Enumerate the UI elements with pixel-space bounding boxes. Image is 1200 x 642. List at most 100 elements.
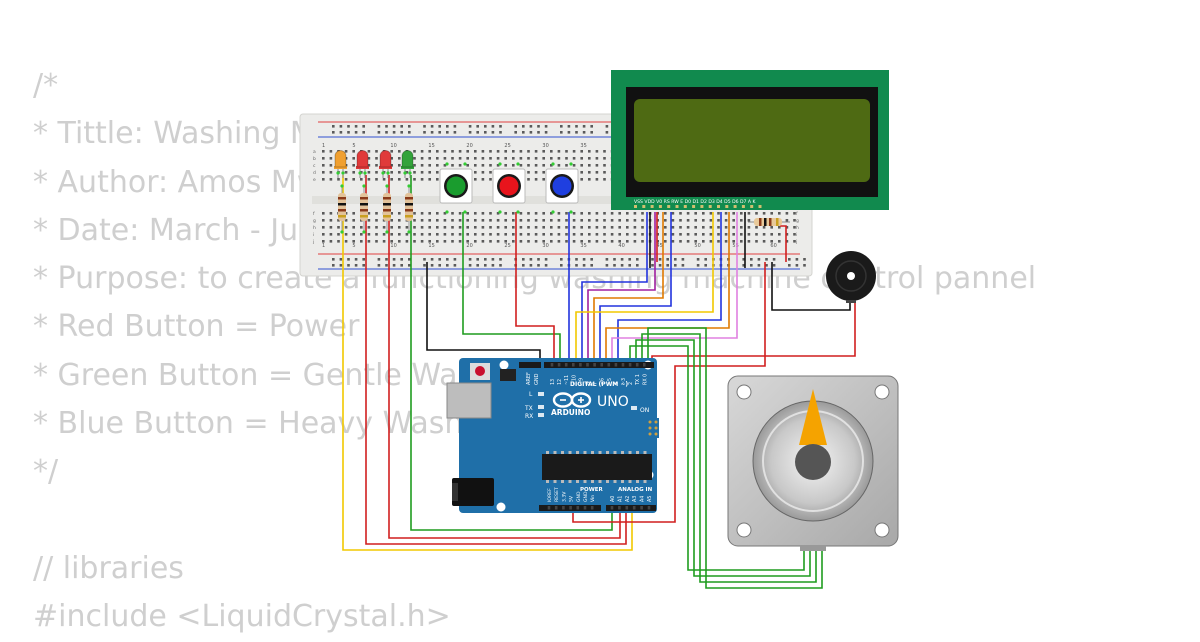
breadboard-hole — [489, 171, 492, 174]
breadboard-hole — [382, 233, 386, 236]
breadboard-hole — [420, 178, 424, 181]
breadboard-hole — [436, 171, 439, 174]
breadboard-rail-hole — [453, 131, 457, 134]
breadboard-rail-hole — [400, 264, 403, 267]
breadboard-hole — [413, 157, 416, 160]
breadboard-rail-hole — [575, 125, 578, 128]
breadboard-hole — [565, 150, 568, 153]
breadboard-rail-hole — [575, 131, 578, 134]
breadboard-hole — [778, 226, 781, 229]
analog-pin — [618, 506, 621, 510]
breadboard-hole — [398, 233, 401, 236]
breadboard-hole — [451, 212, 454, 215]
wire-lcd-4 — [599, 212, 672, 364]
breadboard-hole — [504, 219, 507, 222]
wire-lcd-2 — [587, 212, 656, 364]
breadboard-hole — [367, 233, 371, 236]
breadboard-rail-hole — [795, 258, 799, 261]
breadboard-hole — [618, 212, 621, 215]
breadboard-hole — [367, 164, 371, 167]
breadboard-hole — [717, 233, 720, 236]
breadboard-rail-hole — [772, 258, 776, 261]
column-number: 5 — [352, 143, 355, 149]
breadboard-hole — [519, 164, 523, 167]
breadboard-hole — [565, 226, 568, 229]
breadboard-rail-hole — [666, 264, 669, 267]
pushbutton-1 — [439, 162, 473, 214]
breadboard-rail-hole — [529, 258, 533, 261]
breadboard-hole — [489, 157, 492, 160]
led-dome — [334, 150, 347, 168]
breadboard-rail-hole — [605, 125, 609, 128]
digital-label: DIGITAL (PWM ~) — [570, 381, 628, 388]
breadboard-rail-hole — [385, 125, 388, 128]
breadboard-hole — [595, 150, 599, 153]
breadboard-rail-hole — [499, 264, 502, 267]
breadboard-hole — [413, 219, 416, 222]
breadboard-hole — [724, 233, 728, 236]
code-line: // libraries — [33, 550, 184, 586]
led-2 — [356, 150, 369, 178]
breadboard-hole — [458, 164, 462, 167]
analog-pin-label: A3 — [632, 496, 638, 502]
breadboard-hole — [466, 240, 469, 243]
breadboard-hole — [322, 171, 325, 174]
breadboard-hole — [375, 233, 378, 236]
breadboard-hole — [686, 226, 690, 229]
breadboard-hole — [420, 233, 424, 236]
digital-pin — [614, 363, 618, 367]
breadboard-hole — [527, 164, 530, 167]
breadboard-hole — [352, 171, 355, 174]
breadboard-hole — [489, 226, 492, 229]
breadboard-hole — [367, 178, 371, 181]
digital-pin-label: 13 — [550, 379, 556, 385]
breadboard-hole — [550, 233, 553, 236]
breadboard-hole — [375, 240, 378, 243]
breadboard-hole — [732, 226, 735, 229]
breadboard-hole — [580, 150, 583, 153]
breadboard-hole — [420, 240, 424, 243]
led-base — [334, 166, 347, 169]
breadboard-hole — [352, 150, 355, 153]
breadboard-rail-hole — [354, 258, 358, 261]
led-3 — [379, 150, 392, 178]
breadboard-hole — [633, 212, 637, 215]
breadboard-hole — [504, 240, 507, 243]
breadboard-rail-hole — [408, 258, 411, 261]
wire-motor-4 — [647, 327, 823, 589]
breadboard-hole — [344, 157, 348, 160]
breadboard-hole — [534, 178, 538, 181]
breadboard-hole — [694, 233, 697, 236]
wire-red-button — [515, 212, 555, 364]
breadboard-hole — [785, 240, 789, 243]
breadboard-hole — [633, 240, 637, 243]
motor-shaft — [795, 444, 831, 480]
breadboard-hole — [641, 226, 644, 229]
breadboard-hole — [504, 164, 507, 167]
digital-header — [544, 362, 654, 368]
breadboard-hole — [762, 240, 766, 243]
breadboard-hole — [474, 226, 477, 229]
breadboard-rail-hole — [772, 264, 776, 267]
breadboard-hole — [565, 240, 568, 243]
column-number: 55 — [732, 243, 738, 249]
breadboard-hole — [344, 226, 348, 229]
breadboard-hole — [694, 219, 697, 222]
digital-pin — [550, 363, 554, 367]
breadboard-hole — [686, 219, 690, 222]
row-letter: b — [313, 156, 316, 162]
breadboard-hole — [322, 233, 325, 236]
breadboard-rail-hole — [582, 131, 586, 134]
chip-pins — [546, 451, 647, 483]
breadboard-hole — [443, 240, 447, 243]
icsp-header-right — [647, 418, 659, 438]
breadboard-hole — [770, 240, 773, 243]
breadboard-hole — [785, 233, 789, 236]
breadboard-hole — [740, 240, 743, 243]
analog-label: ANALOG IN — [618, 487, 653, 493]
breadboard-hole — [496, 240, 500, 243]
breadboard-hole — [519, 233, 523, 236]
breadboard-hole — [329, 226, 333, 229]
breadboard-rail-hole — [400, 131, 403, 134]
lcd-pin — [683, 205, 687, 208]
